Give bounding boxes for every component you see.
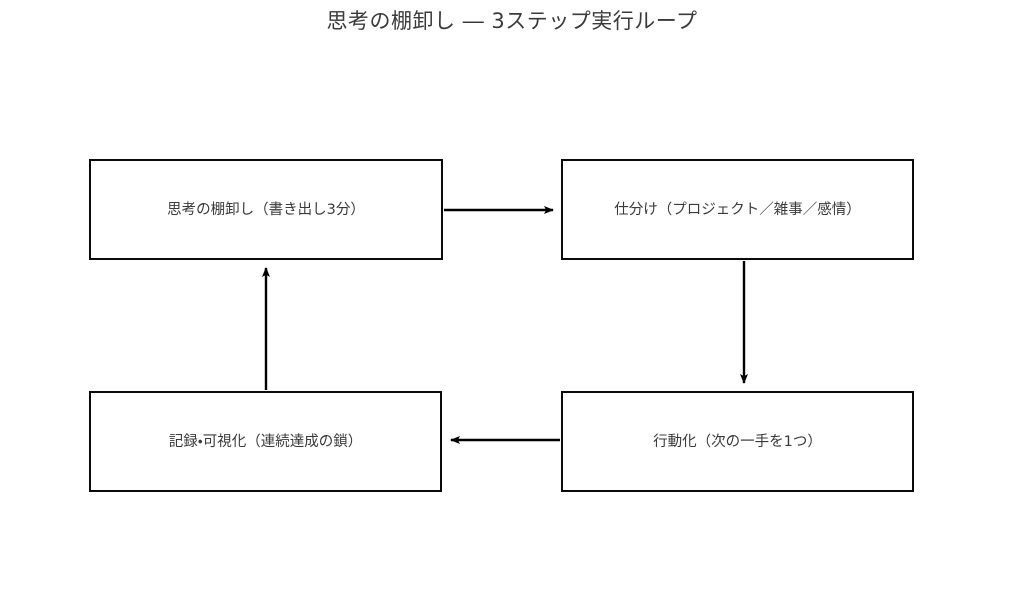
node-record[interactable]: 記録・可視化（連続達成の鎖） bbox=[89, 391, 442, 492]
node-sorting[interactable]: 仕分け（プロジェクト／雑事／感情） bbox=[561, 159, 914, 260]
node-action-label: 行動化（次の一手を1つ） bbox=[653, 433, 822, 450]
node-sorting-label: 仕分け（プロジェクト／雑事／感情） bbox=[614, 201, 861, 218]
node-action[interactable]: 行動化（次の一手を1つ） bbox=[561, 391, 914, 492]
node-record-label: 記録・可視化（連続達成の鎖） bbox=[168, 433, 363, 450]
node-inventory-label: 思考の棚卸し（書き出し3分） bbox=[167, 201, 365, 218]
page-title: 思考の棚卸し ― 3ステップ実行ループ bbox=[326, 9, 698, 33]
node-inventory[interactable]: 思考の棚卸し（書き出し3分） bbox=[89, 159, 443, 260]
